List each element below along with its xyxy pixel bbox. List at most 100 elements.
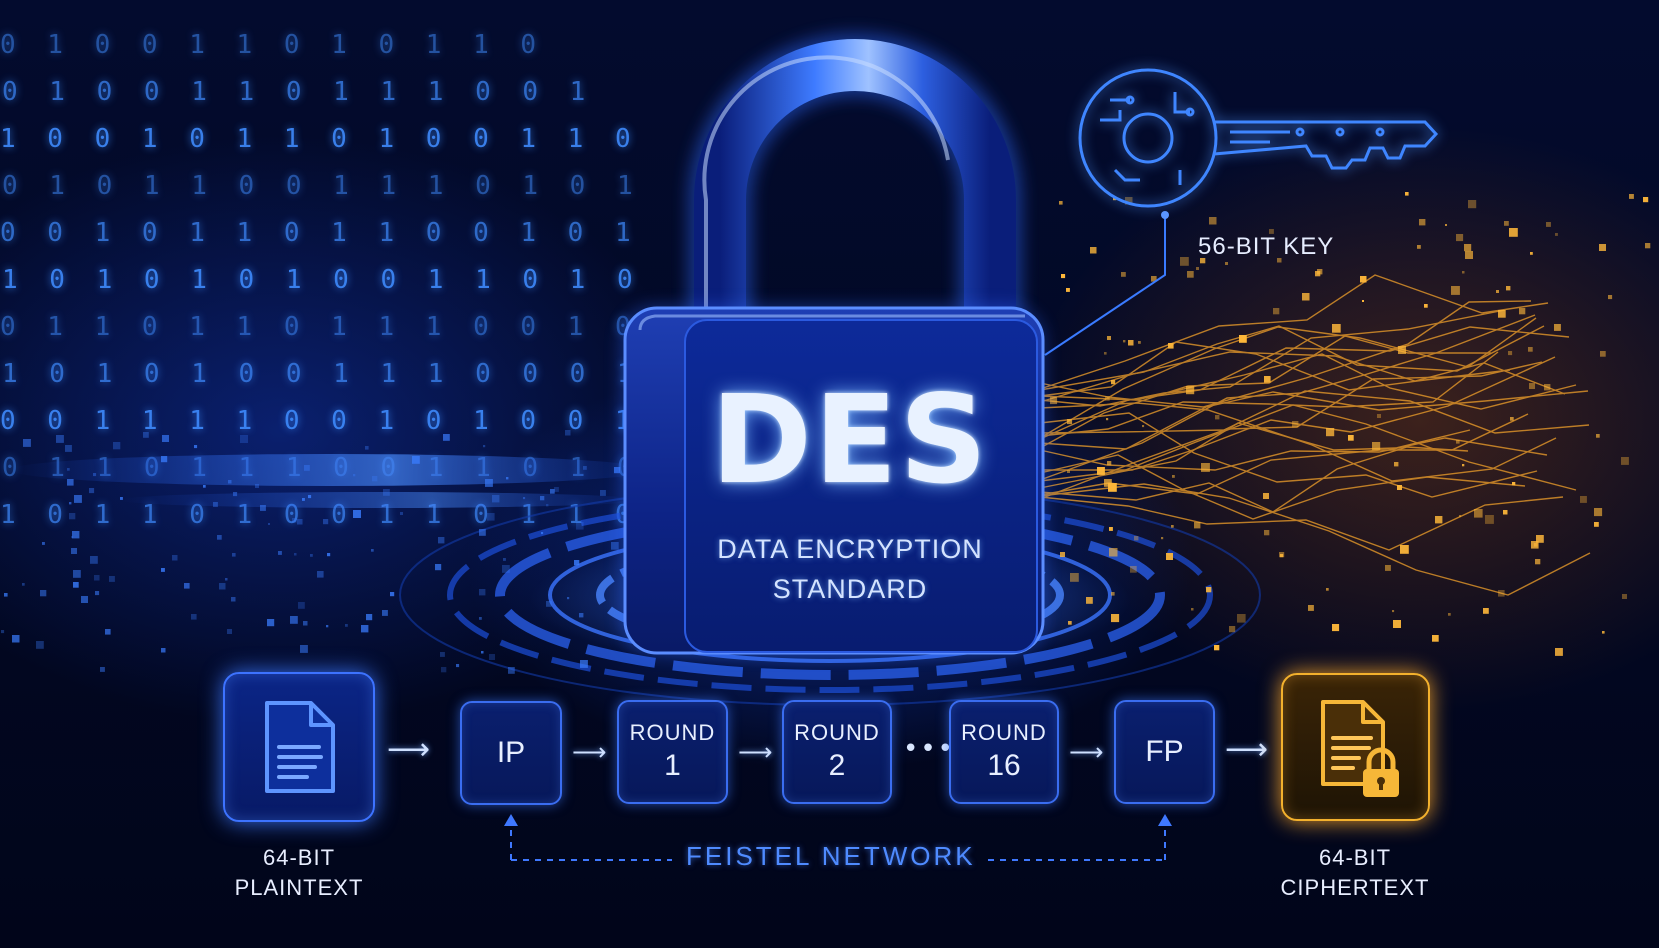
orange-particle [1186, 386, 1195, 395]
key-label: 56-BIT KEY [1198, 233, 1335, 260]
blue-particle [100, 667, 105, 672]
blue-particle [255, 484, 259, 488]
blue-particle [541, 532, 544, 535]
blue-particle [109, 576, 115, 582]
blue-particle [372, 476, 378, 482]
blue-particle [492, 495, 500, 503]
orange-particle [1194, 522, 1201, 529]
stage-ip-label: IP [496, 736, 526, 769]
blue-particle [443, 434, 450, 441]
stage-fp-label: FP [1145, 735, 1184, 768]
orange-particle [1503, 510, 1508, 515]
orange-particle [1171, 525, 1174, 528]
blue-particle [304, 465, 310, 471]
orange-particle [1392, 610, 1395, 613]
blue-particle [400, 512, 403, 515]
orange-particle [1067, 419, 1073, 425]
orange-particle [1326, 428, 1335, 437]
blue-particle [69, 513, 76, 520]
stage-round-1-label: ROUND [629, 720, 716, 745]
blue-particle [297, 519, 303, 525]
blue-particle [1, 630, 5, 634]
blue-particle [308, 495, 312, 499]
blue-particle [579, 613, 584, 618]
orange-particle [1111, 592, 1115, 596]
network-line [1039, 390, 1589, 450]
orange-particle [1456, 234, 1464, 242]
orange-particle [1108, 483, 1117, 492]
orange-particle [1464, 244, 1472, 252]
network-line [1039, 402, 1557, 482]
blue-particle [225, 578, 228, 581]
blue-particle [233, 492, 238, 497]
orange-particle [1398, 346, 1406, 354]
orange-particles [1050, 192, 1651, 656]
arrow-icon: ⟶ [1069, 738, 1104, 766]
orange-particle [1536, 535, 1544, 543]
orange-particle [1172, 475, 1175, 478]
network-line [1039, 325, 1545, 391]
blue-particle [113, 442, 121, 450]
blue-particle [326, 625, 329, 628]
orange-particle [1161, 537, 1164, 540]
blue-particle [260, 505, 266, 511]
blue-particle [353, 474, 356, 477]
blue-particle [441, 667, 447, 673]
blue-particle [546, 504, 549, 507]
network-line [1039, 335, 1491, 449]
orange-particle [1468, 200, 1477, 209]
orange-particle [1068, 621, 1072, 625]
blue-particle [298, 602, 305, 609]
orange-particle [1528, 347, 1533, 352]
blue-particle [440, 652, 445, 657]
orange-particle [1512, 482, 1516, 486]
blue-particle [105, 629, 111, 635]
feistel-network-label: FEISTEL NETWORK [686, 841, 976, 871]
orange-particle [1432, 635, 1439, 642]
orange-particle [1629, 194, 1634, 199]
blue-particle [366, 614, 373, 621]
blue-particle [73, 582, 79, 588]
orange-particle [1059, 201, 1063, 205]
blue-particle [81, 596, 88, 603]
stage-fp: FP [1114, 700, 1215, 804]
blue-particle [317, 571, 324, 578]
orange-particle [1273, 308, 1280, 315]
orange-particle [1111, 614, 1120, 623]
blue-particle [502, 565, 510, 573]
orange-particle [1180, 257, 1189, 266]
orange-particle [1109, 527, 1113, 531]
orange-particle [1269, 229, 1274, 234]
orange-particle [1214, 645, 1220, 651]
plaintext-box [223, 672, 375, 822]
network-line [1039, 390, 1590, 434]
network-line [1039, 351, 1499, 437]
blue-particle [383, 489, 390, 496]
orange-particle [1130, 566, 1137, 573]
binary-row: 0 1 0 0 1 1 0 1 1 1 0 0 1 [2, 77, 594, 107]
blue-particle [614, 467, 621, 474]
blue-particle [479, 529, 486, 536]
orange-particle [1215, 415, 1220, 420]
orange-particle [1061, 274, 1066, 279]
orange-particle [1459, 515, 1462, 518]
blue-particle [479, 617, 482, 620]
orange-particle [1510, 417, 1514, 421]
binary-row: 0 1 1 0 1 1 0 1 1 1 0 0 1 0 [0, 312, 639, 342]
orange-particle [1424, 304, 1428, 308]
arrow-icon: ⟶ [738, 738, 773, 766]
orange-particle [1060, 552, 1065, 557]
orange-particle [1348, 435, 1354, 441]
blue-particle [310, 554, 313, 557]
blue-particle [361, 625, 369, 633]
blue-particle [69, 502, 72, 505]
blue-particle [412, 456, 420, 464]
blue-particle [574, 560, 580, 566]
lock-subtitle-line1: DATA ENCRYPTION [717, 534, 983, 564]
orange-particle [1134, 536, 1139, 541]
orange-particle [1111, 380, 1116, 385]
orange-particle [1555, 648, 1563, 656]
orange-particle [1360, 276, 1367, 283]
blue-particle [583, 466, 587, 470]
blue-particle [71, 548, 77, 554]
